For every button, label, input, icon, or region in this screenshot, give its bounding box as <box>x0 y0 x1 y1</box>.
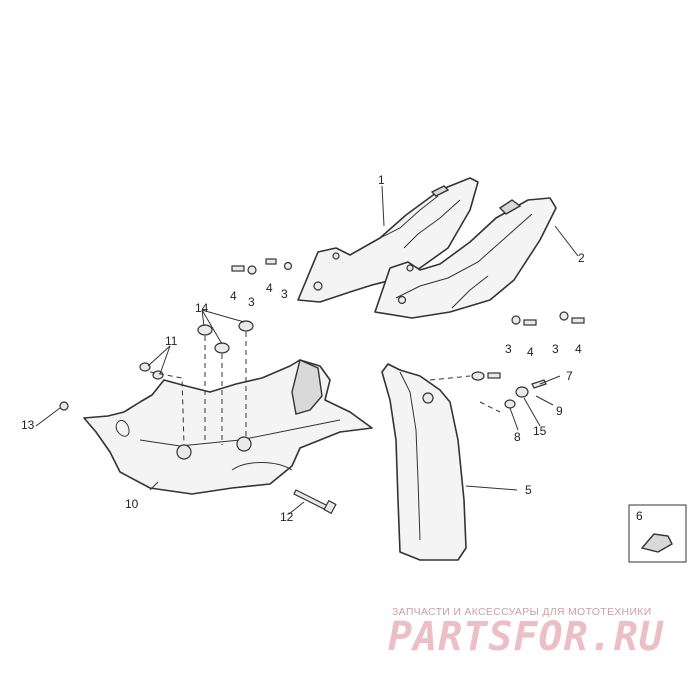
hardware-right <box>511 311 585 326</box>
callout-13: 13 <box>21 418 35 432</box>
callout-11: 11 <box>165 334 178 348</box>
callout-3: 3 <box>505 342 512 356</box>
callout-5: 5 <box>525 483 532 497</box>
assembly-lines <box>149 332 501 446</box>
mud-guard <box>381 363 467 561</box>
side-panel-right <box>374 197 557 319</box>
callout-1: 1 <box>378 173 385 187</box>
callout-14: 14 <box>195 301 209 315</box>
callout-8: 8 <box>514 430 521 444</box>
callout-7: 7 <box>566 369 573 383</box>
hardware-upper-left <box>231 258 293 275</box>
callout-4: 4 <box>527 345 534 359</box>
callout-12: 12 <box>280 510 294 524</box>
callout-3: 3 <box>248 295 255 309</box>
callout-numbers: 1 2 4 3 4 3 3 4 3 4 7 9 8 15 5 14 11 13 … <box>21 173 643 524</box>
callout-6: 6 <box>636 509 643 523</box>
callout-10: 10 <box>125 497 139 511</box>
callout-4: 4 <box>266 281 273 295</box>
callout-15: 15 <box>533 424 547 438</box>
watermark-tagline: ЗАПЧАСТИ И АКСЕССУАРЫ ДЛЯ МОТОТЕХНИКИ <box>392 606 652 618</box>
callout-3: 3 <box>552 342 559 356</box>
watermark-logo: PARTSFOR.RU <box>388 614 664 660</box>
mudguard-fasteners <box>471 371 547 409</box>
callout-3: 3 <box>281 287 288 301</box>
bolt-12 <box>293 489 337 515</box>
skid-plate <box>83 359 373 495</box>
callout-9: 9 <box>556 404 563 418</box>
callout-4: 4 <box>230 289 237 303</box>
callout-2: 2 <box>578 251 585 265</box>
clip-detail-box <box>628 504 687 563</box>
callout-4: 4 <box>575 342 582 356</box>
side-panel-left <box>297 177 479 303</box>
leader-lines <box>35 185 579 515</box>
hardware-grommets <box>59 320 254 411</box>
